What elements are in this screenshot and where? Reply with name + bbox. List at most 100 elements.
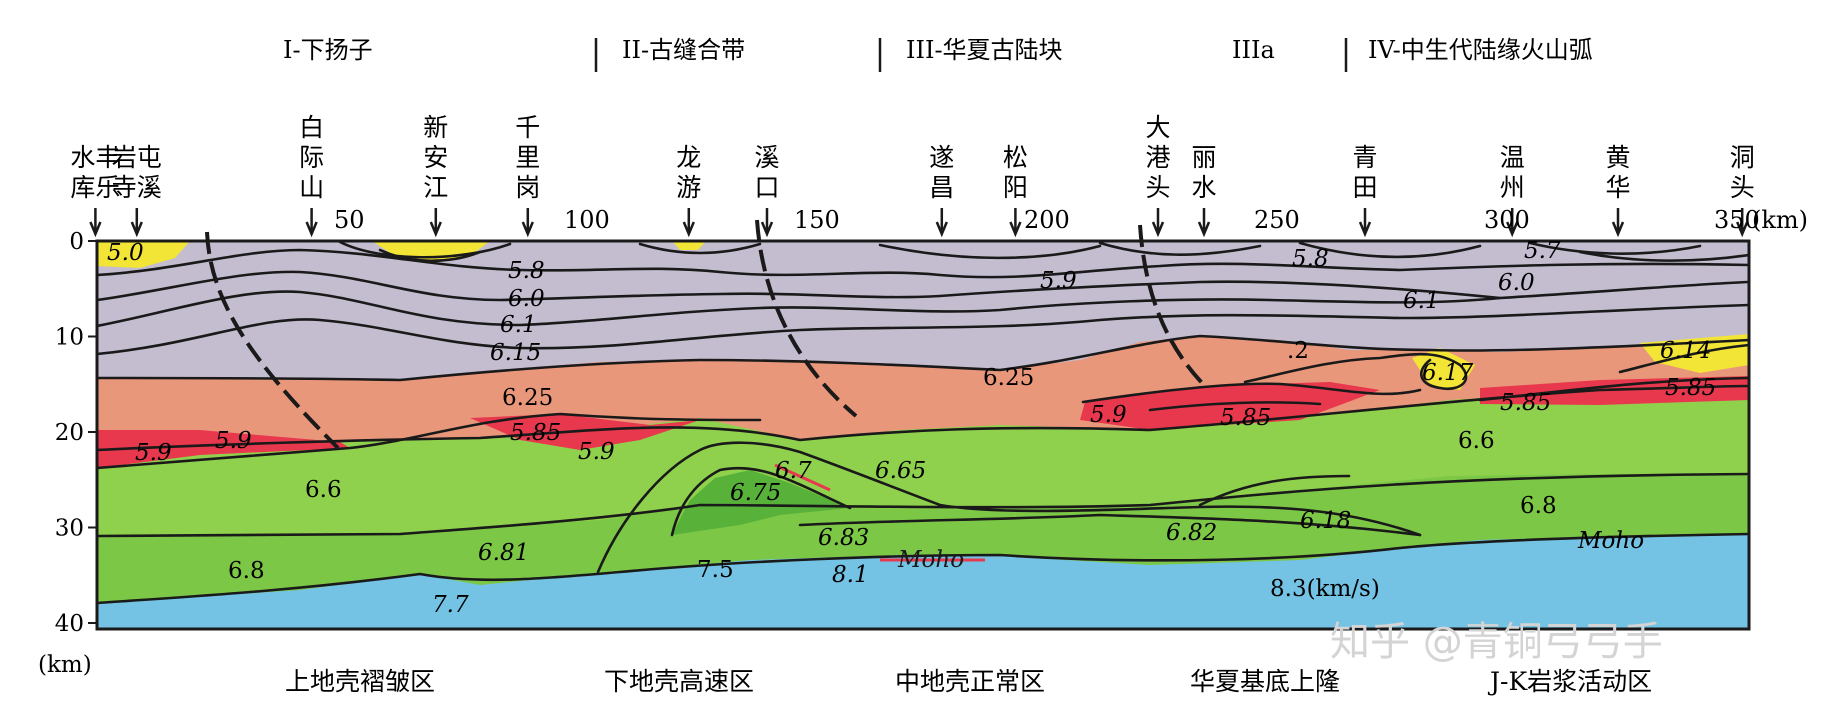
velocity-label: 6.75 [730, 480, 781, 506]
station-label: 岗 [515, 173, 540, 202]
velocity-label: 6.6 [305, 477, 342, 503]
station-label: 华 [1605, 173, 1630, 202]
velocity-label: 6.8 [1520, 493, 1557, 519]
station-label: 水丰 [70, 143, 120, 172]
distance-tick-label: 200 [1024, 206, 1070, 234]
velocity-label: 5.9 [1090, 402, 1127, 428]
velocity-label: 5.9 [215, 428, 252, 454]
velocity-label: 6.82 [1166, 520, 1217, 546]
station-arrow-icon [760, 208, 774, 238]
station-arrow-icon [305, 208, 318, 238]
velocity-label: 6.1 [1403, 288, 1440, 314]
zone-header: I-下扬子 II-古缝合带 III-华夏古陆块 IIIa IV-中生代陆缘火山弧 [283, 36, 1593, 72]
velocity-label: 6.7 [775, 458, 812, 484]
station-label: 港 [1145, 143, 1170, 172]
distance-axis: 50 100 150 200 250 300 350 [334, 206, 1760, 234]
velocity-label: 5.9 [135, 440, 172, 466]
station-arrow-icon [1736, 208, 1749, 238]
station-label: 山 [299, 173, 324, 202]
high-velocity-core [672, 470, 850, 535]
station-label: 温 [1500, 143, 1525, 172]
station-arrow-icon [1197, 208, 1211, 238]
region-labels: 上地壳褶皱区 下地壳高速区 中地壳正常区 华夏基底上隆 J-K岩浆活动区 [285, 667, 1652, 696]
depth-tick-label: 20 [55, 420, 84, 446]
station-arrow-icon [89, 208, 102, 238]
velocity-label: 6.8 [228, 558, 265, 584]
region-label: 华夏基底上隆 [1190, 667, 1340, 696]
station-arrow-icon [429, 208, 442, 238]
velocity-label: 6.25 [502, 385, 553, 411]
distance-tick-label: 100 [564, 206, 610, 234]
velocity-label: 8.3(km/s) [1270, 576, 1380, 602]
velocity-label: 6.14 [1660, 338, 1711, 364]
depth-tick-label: 30 [55, 516, 84, 542]
distance-tick-label: 350 [1714, 206, 1760, 234]
moho-label: Moho [1577, 528, 1644, 554]
watermark: 知乎 @青铜弓弓手 [1330, 619, 1663, 665]
station-label: 昌 [929, 173, 954, 202]
station-arrow-icon [521, 208, 534, 238]
station-label: 江 [423, 173, 448, 202]
station-label: 游 [676, 173, 701, 202]
velocity-label: 6.6 [1458, 428, 1495, 454]
velocity-label: 8.1 [832, 562, 869, 588]
distance-tick-label: 150 [794, 206, 840, 234]
velocity-label: 5.8 [508, 258, 545, 284]
depth-tick-label: 40 [55, 611, 84, 637]
velocity-label: 7.7 [432, 592, 469, 618]
station-label: 松 [1003, 143, 1028, 172]
station-label: 安 [423, 143, 448, 172]
velocity-label: 6.0 [1498, 270, 1535, 296]
station-label: 洞 [1730, 143, 1755, 172]
velocity-label: 5.8 [1292, 246, 1329, 272]
station-label: 头 [1730, 173, 1755, 202]
station-label: 黄 [1605, 143, 1630, 172]
distance-tick-label: 300 [1484, 206, 1530, 234]
velocity-label: .2 [1287, 338, 1309, 364]
station-label: 千 [515, 113, 540, 142]
station-label: 龙 [676, 143, 701, 172]
velocity-label: 6.81 [478, 540, 529, 566]
zone-label: II-古缝合带 [622, 36, 745, 64]
station-label: 库乐 [70, 173, 120, 202]
region-label: J-K岩浆活动区 [1487, 667, 1652, 696]
velocity-label: 6.18 [1300, 508, 1351, 534]
station-arrow-icon [1611, 208, 1625, 238]
distance-unit: (km) [1752, 206, 1808, 234]
velocity-label: 6.0 [508, 286, 545, 312]
station-label: 水 [1191, 173, 1216, 202]
station-label: 寺溪 [112, 173, 162, 202]
distance-tick-label: 250 [1254, 206, 1300, 234]
region-label: 中地壳正常区 [895, 667, 1045, 696]
velocity-label: 6.1 [500, 312, 537, 338]
station-label: 溪 [754, 143, 779, 172]
velocity-contours [97, 241, 1749, 605]
velocity-label: 6.25 [983, 365, 1034, 391]
station-label: 大 [1145, 113, 1170, 142]
station-label: 阳 [1003, 173, 1028, 202]
station-label: 丽 [1191, 143, 1216, 172]
zone-label: IV-中生代陆缘火山弧 [1368, 36, 1593, 64]
zone-label: I-下扬子 [283, 36, 373, 64]
station-label: 岩屯 [112, 143, 162, 172]
station-arrow-icon [130, 208, 143, 238]
station-label: 青 [1352, 143, 1377, 172]
velocity-label: 5.85 [1665, 375, 1716, 401]
station-label: 白 [299, 113, 324, 142]
region-label: 上地壳褶皱区 [285, 667, 435, 696]
velocity-label: 6.17 [1422, 360, 1474, 386]
station-label: 新 [423, 113, 448, 142]
velocity-label: 5.7 [1524, 238, 1561, 264]
station-arrow-icon [935, 208, 948, 238]
region-label: 下地壳高速区 [604, 667, 754, 696]
velocity-label: 5.0 [107, 240, 144, 266]
station-arrow-icon [1009, 208, 1022, 238]
velocity-label: 5.9 [1040, 268, 1077, 294]
plot-frame [95, 239, 1751, 631]
distance-tick-label: 50 [334, 206, 365, 234]
velocity-labels: 5.0 5.8 6.0 6.1 6.15 5.9 5.8 6.0 6.1 5.7… [107, 238, 1716, 618]
depth-tick-label: 0 [69, 229, 84, 255]
